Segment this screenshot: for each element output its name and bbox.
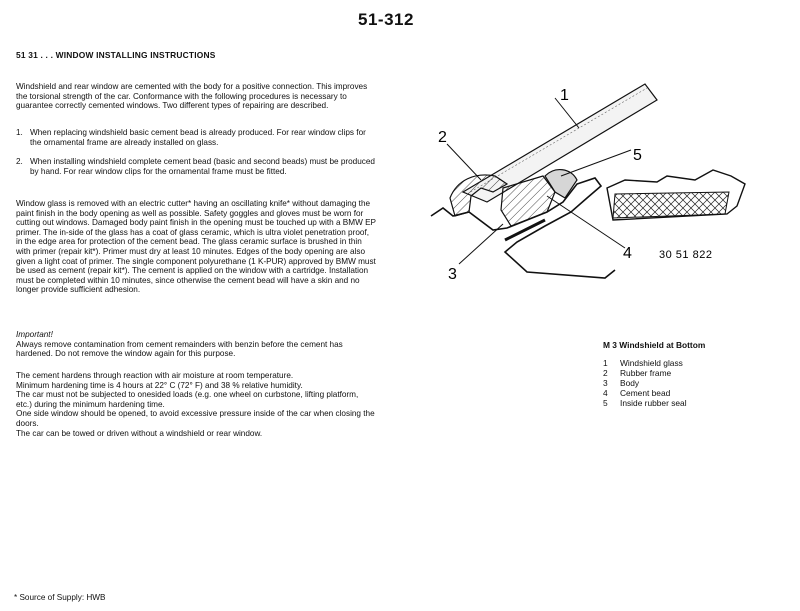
numbered-list: 1. When replacing windshield basic cemen…: [16, 128, 376, 176]
legend-number: 1: [603, 358, 608, 368]
intro-text: Windshield and rear window are cemented …: [16, 82, 368, 111]
callout-3: 3: [448, 266, 457, 283]
hardening-line: One side window should be opened, to avo…: [16, 409, 375, 428]
cowl-insulation-shape: [612, 191, 730, 219]
body-panel-shape: [430, 177, 616, 279]
legend-item: 4 Cement bead: [603, 388, 687, 398]
callout-5: 5: [633, 147, 642, 164]
list-item: 2. When installing windshield complete c…: [16, 157, 376, 176]
legend-number: 4: [603, 388, 608, 398]
rubber-frame-shape: [449, 174, 509, 217]
legend-number: 5: [603, 398, 608, 408]
windshield-section-diagram: 1 2 3 4 5 30 51 822: [430, 83, 746, 283]
hardening-line: The car must not be subjected to oneside…: [16, 390, 359, 409]
removal-paragraph: Window glass is removed with an electric…: [16, 199, 376, 295]
hardening-line: The cement hardens through reaction with…: [16, 371, 294, 380]
hardening-section: The cement hardens through reaction with…: [16, 371, 376, 438]
important-label: Important!: [16, 330, 53, 339]
legend-label: Body: [620, 378, 640, 388]
important-section: Important! Always remove contamination f…: [16, 330, 376, 359]
footnote: * Source of Supply: HWB: [14, 593, 106, 602]
intro-paragraph: Windshield and rear window are cemented …: [16, 82, 376, 111]
inside-rubber-seal-shape: [544, 169, 578, 199]
list-item-text: When installing windshield complete ceme…: [30, 157, 375, 176]
callout-2: 2: [438, 129, 447, 146]
section-header: 51 31 . . . WINDOW INSTALLING INSTRUCTIO…: [16, 50, 216, 60]
legend-item: 1 Windshield glass: [603, 358, 687, 368]
figure-legend: 1 Windshield glass 2 Rubber frame 3 Body…: [603, 358, 687, 408]
hardening-line: The car can be towed or driven without a…: [16, 428, 263, 438]
figure-caption: M 3 Windshield at Bottom: [603, 340, 706, 350]
part-code: 30 51 822: [659, 249, 712, 261]
page-number: 51-312: [358, 10, 414, 29]
removal-text: Window glass is removed with an electric…: [16, 199, 376, 295]
callout-4: 4: [623, 245, 632, 262]
legend-item: 2 Rubber frame: [603, 368, 687, 378]
hardening-line: Minimum hardening time is 4 hours at 22°…: [16, 380, 303, 390]
list-item-text: When replacing windshield basic cement b…: [30, 128, 366, 147]
list-item-number: 2.: [16, 157, 23, 167]
legend-number: 3: [603, 378, 608, 388]
legend-number: 2: [603, 368, 608, 378]
important-text: Always remove contamination from cement …: [16, 339, 343, 359]
legend-label: Windshield glass: [620, 358, 683, 368]
legend-label: Rubber frame: [620, 368, 672, 378]
legend-item: 3 Body: [603, 378, 687, 388]
legend-item: 5 Inside rubber seal: [603, 398, 687, 408]
callout-1: 1: [560, 87, 569, 104]
legend-label: Inside rubber seal: [620, 398, 687, 408]
list-item: 1. When replacing windshield basic cemen…: [16, 128, 376, 147]
list-item-number: 1.: [16, 128, 23, 137]
legend-label: Cement bead: [620, 388, 671, 398]
